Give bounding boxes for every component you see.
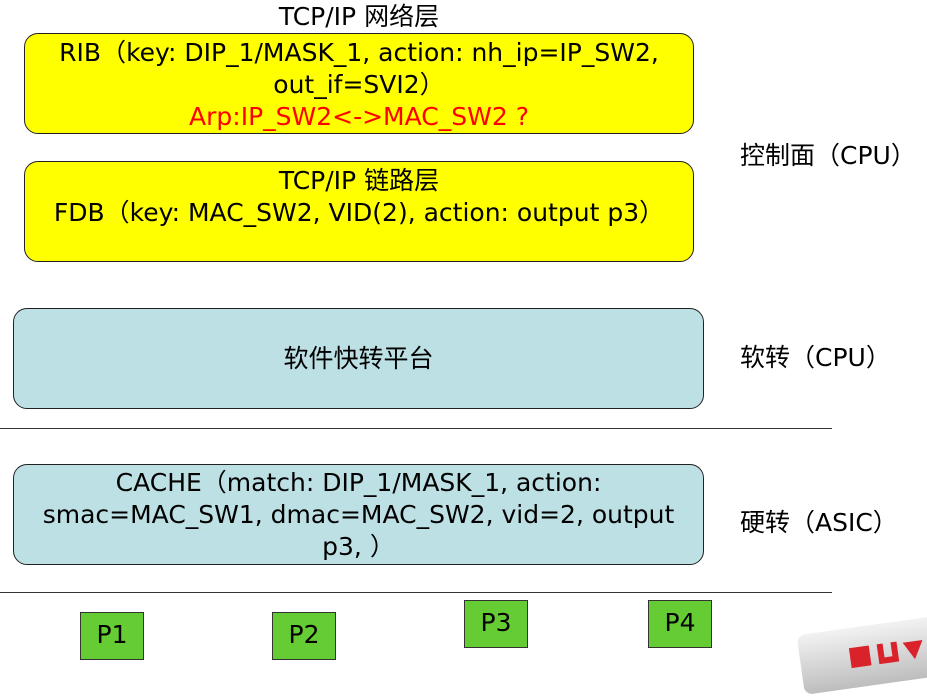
divider-soft-hard bbox=[0, 428, 832, 429]
fdb-box: TCP/IP 链路层 FDB（key: MAC_SW2, VID(2), act… bbox=[24, 161, 694, 262]
cache-line-1: CACHE（match: DIP_1/MASK_1, action: bbox=[115, 468, 602, 497]
port-p4: P4 bbox=[648, 600, 712, 648]
soft-forwarding-label: 软转（CPU） bbox=[740, 343, 891, 372]
corner-logo bbox=[796, 613, 927, 695]
port-p3: P3 bbox=[464, 600, 528, 648]
port-p2: P2 bbox=[272, 612, 336, 660]
soft-forward-label: 软件快转平台 bbox=[283, 344, 434, 373]
cache-line-3: p3, ） bbox=[322, 532, 395, 561]
rib-box: RIB（key: DIP_1/MASK_1, action: nh_ip=IP_… bbox=[24, 33, 694, 134]
link-layer-title: TCP/IP 链路层 bbox=[278, 166, 440, 195]
divider-hard-ports bbox=[0, 592, 832, 593]
cache-box: CACHE（match: DIP_1/MASK_1, action: smac=… bbox=[13, 464, 704, 565]
rib-line-1: RIB（key: DIP_1/MASK_1, action: nh_ip=IP_… bbox=[59, 38, 659, 67]
control-plane-label: 控制面（CPU） bbox=[740, 141, 916, 170]
hard-forwarding-label: 硬转（ASIC） bbox=[740, 508, 898, 537]
arp-line: Arp:IP_SW2<->MAC_SW2 ? bbox=[189, 102, 529, 131]
soft-forward-box: 软件快转平台 bbox=[13, 308, 704, 409]
port-p1: P1 bbox=[80, 612, 144, 660]
network-layer-title: TCP/IP 网络层 bbox=[278, 2, 440, 31]
logo-mark-icon bbox=[848, 639, 923, 669]
fdb-line: FDB（key: MAC_SW2, VID(2), action: output… bbox=[53, 198, 665, 227]
cache-line-2: smac=MAC_SW1, dmac=MAC_SW2, vid=2, outpu… bbox=[42, 500, 675, 529]
rib-line-2: out_if=SVI2） bbox=[273, 70, 445, 99]
